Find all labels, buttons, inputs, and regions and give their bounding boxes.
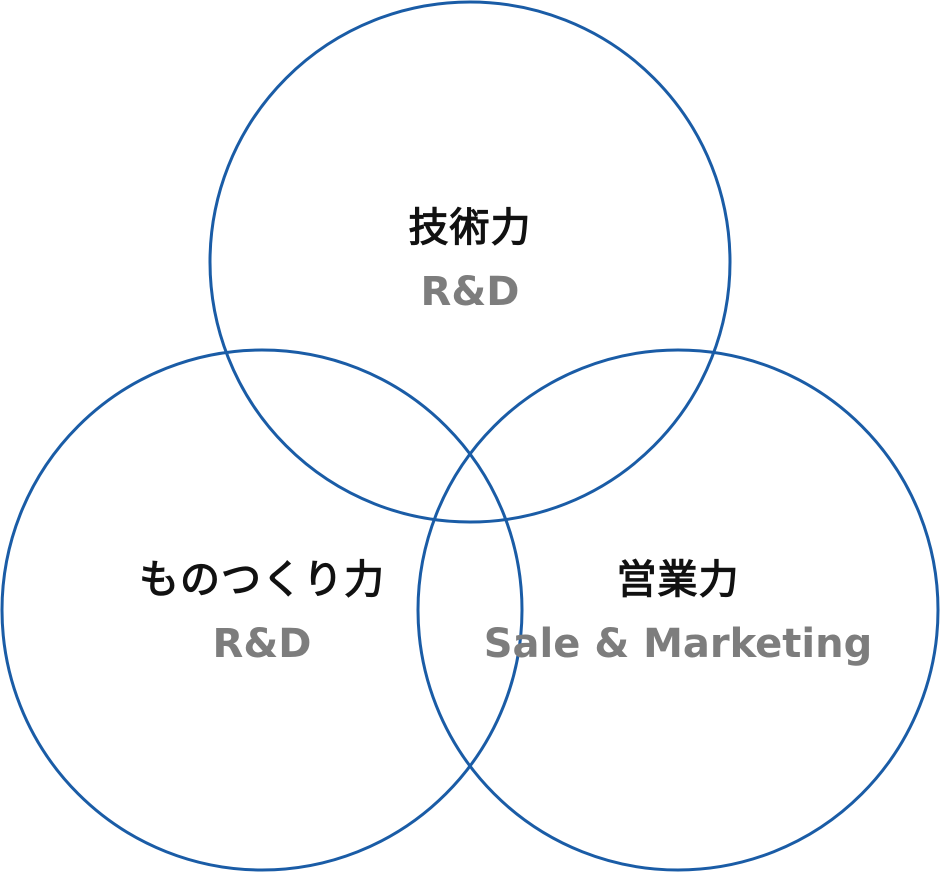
technology-label: 技術力 R&D <box>409 208 532 312</box>
sales-title: 営業力 <box>616 557 740 603</box>
technology-subtitle: R&D <box>420 269 520 315</box>
sales-label: 営業力 Sale & Marketing <box>484 560 873 664</box>
circle-manufacturing <box>0 348 524 872</box>
circle-technology <box>208 0 732 524</box>
manufacturing-subtitle: R&D <box>212 621 312 667</box>
manufacturing-label: ものつくり力 R&D <box>139 560 385 664</box>
circle-sales <box>416 348 940 872</box>
sales-subtitle: Sale & Marketing <box>483 621 873 667</box>
technology-title: 技術力 <box>408 205 532 251</box>
manufacturing-title: ものつくり力 <box>139 557 385 603</box>
